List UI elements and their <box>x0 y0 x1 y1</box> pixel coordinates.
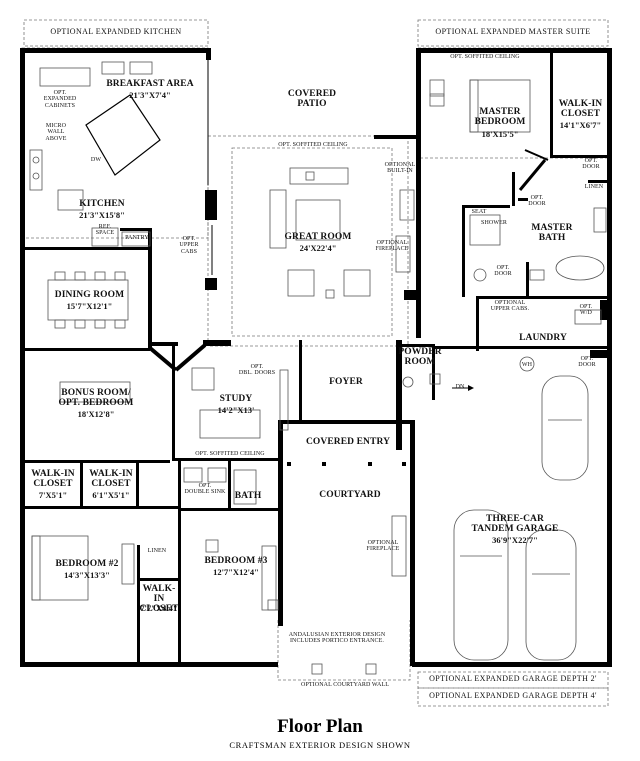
room-breakfast: BREAKFAST AREA <box>106 79 194 89</box>
room-master-bedroom: MASTER BEDROOM <box>474 107 526 127</box>
note-opt-soffited-study: OPT. SOFFITED CEILING <box>195 451 265 457</box>
dim-great: 24'X22'4" <box>299 243 337 253</box>
dim-breakfast: 21'3"X7'4" <box>129 90 171 100</box>
dining-table <box>47 271 129 329</box>
room-laundry: LAUNDRY <box>519 333 567 343</box>
great-room-furniture <box>269 167 371 299</box>
note-opt-soffited-top: OPT. SOFFITED CEILING <box>450 54 520 60</box>
note-linen-master: LINEN <box>584 184 604 190</box>
note-opt-wd: OPT. W/D <box>579 304 593 317</box>
dim-walkin-master: 14'1"X6'7" <box>559 120 602 130</box>
windows <box>21 49 611 665</box>
dim-bonus: 18'X12'8" <box>77 409 115 419</box>
note-optional-courtyard-wall: OPTIONAL COURTYARD WALL <box>301 682 389 688</box>
study-furniture <box>191 367 289 439</box>
dim-bedroom-2: 14'3"X13'3" <box>64 570 110 580</box>
room-powder: POWDER ROOM <box>398 347 442 367</box>
note-optional-fireplace-courtyard: OPTIONAL FIREPLACE <box>366 540 400 553</box>
note-opt-door-bath: OPT. DOOR <box>528 195 546 208</box>
room-bonus: BONUS ROOM/ OPT. BEDROOM <box>58 388 134 408</box>
dim-bedroom-3: 12'7"X12'4" <box>213 567 259 577</box>
note-optional-fireplace-great: OPTIONAL FIREPLACE <box>375 240 409 253</box>
note-shower: SHOWER <box>481 220 507 226</box>
room-foyer: FOYER <box>329 377 363 387</box>
room-bedroom-3: BEDROOM #3 <box>204 556 268 566</box>
entry-arrow <box>452 385 474 391</box>
interior-walls <box>20 53 612 666</box>
note-dw: DW <box>90 157 102 163</box>
note-opt-upper-cabs: OPT. UPPER CABS <box>179 236 199 255</box>
note-opt-door-closet: OPT. DOOR <box>582 158 600 171</box>
breakfast-table <box>101 61 153 75</box>
master-bath-fixtures <box>469 207 607 282</box>
dim-garage: 36'9"X22'7" <box>492 535 538 545</box>
room-great: GREAT ROOM <box>284 232 352 242</box>
dim-walkin-3: 7'7"X4'4" <box>140 603 178 613</box>
room-garage: THREE-CAR TANDEM GARAGE <box>471 514 559 534</box>
room-walkin-3: WALK-IN CLOSET <box>139 584 179 614</box>
note-opt-door-wc: OPT. DOOR <box>494 265 512 278</box>
banner-garage-2: OPTIONAL EXPANDED GARAGE DEPTH 2' <box>429 674 597 683</box>
room-master-bath: MASTER BATH <box>531 223 573 243</box>
angled-walls <box>85 94 549 372</box>
room-kitchen: KITCHEN <box>79 199 125 209</box>
courtyard-features <box>287 462 407 675</box>
banner-expanded-kitchen: OPTIONAL EXPANDED KITCHEN <box>50 27 182 36</box>
note-opt-soffited-great: OPT. SOFFITED CEILING <box>278 142 348 148</box>
note-seat: SEAT <box>471 209 487 215</box>
note-opt-door-garage: OPT. DOOR <box>578 356 596 369</box>
bonus-room <box>59 381 131 403</box>
garage-cars <box>453 375 589 661</box>
note-linen-bed: LINEN <box>147 548 167 554</box>
room-walkin-2: WALK-IN CLOSET <box>89 469 133 489</box>
note-optional-upper-cabs-laundry: OPTIONAL UPPER CABS. <box>490 300 530 313</box>
dim-walkin-1: 7'X5'1" <box>38 490 68 500</box>
dim-walkin-2: 6'1"X5'1" <box>92 490 130 500</box>
plan-subtitle: CRAFTSMAN EXTERIOR DESIGN SHOWN <box>229 740 411 750</box>
plan-title: Floor Plan <box>277 716 363 737</box>
room-walkin-1: WALK-IN CLOSET <box>31 469 75 489</box>
note-andalusian: ANDALUSIAN EXTERIOR DESIGN INCLUDES PORT… <box>288 632 386 645</box>
room-bedroom-2: BEDROOM #2 <box>55 559 119 569</box>
dim-dining: 15'7"X12'1" <box>66 301 113 311</box>
room-covered-entry: COVERED ENTRY <box>305 437 391 447</box>
utility-fixtures <box>402 309 602 388</box>
room-walkin-master: WALK-IN CLOSET <box>558 99 603 119</box>
room-bath: BATH <box>234 491 262 501</box>
room-courtyard: COURTYARD <box>319 490 381 500</box>
dim-kitchen: 21'3"X15'8" <box>79 210 125 220</box>
room-study: STUDY <box>219 394 253 404</box>
master-bed <box>429 79 531 133</box>
note-optional-builtin: OPTIONAL BUILT-IN <box>384 162 416 175</box>
room-dining: DINING ROOM <box>54 290 125 300</box>
banner-garage-4: OPTIONAL EXPANDED GARAGE DEPTH 4' <box>429 691 597 700</box>
room-patio: COVERED PATIO <box>287 89 337 109</box>
note-opt-expanded-cabinets: OPT. EXPANDED CABINETS <box>43 90 77 109</box>
dim-master-bedroom: 18'X15'5" <box>481 129 519 139</box>
note-pantry: PANTRY <box>125 235 149 241</box>
bath-fixtures <box>183 467 257 505</box>
dim-study: 14'2"X13' <box>217 405 255 415</box>
note-micro-wall: MICRO WALL ABOVE <box>45 123 67 142</box>
note-opt-dbl-doors: OPT. DBL. DOORS <box>238 364 276 377</box>
bedroom-furniture <box>31 535 279 611</box>
note-opt-double-sink: OPT. DOUBLE SINK <box>184 483 226 496</box>
note-wh: WH <box>521 362 533 368</box>
note-ref-space: REF. SPACE <box>95 224 115 237</box>
banner-expanded-master: OPTIONAL EXPANDED MASTER SUITE <box>435 27 591 36</box>
great-room-features <box>395 189 415 273</box>
kitchen-fixtures <box>29 67 151 247</box>
note-dn: DN <box>455 384 465 390</box>
